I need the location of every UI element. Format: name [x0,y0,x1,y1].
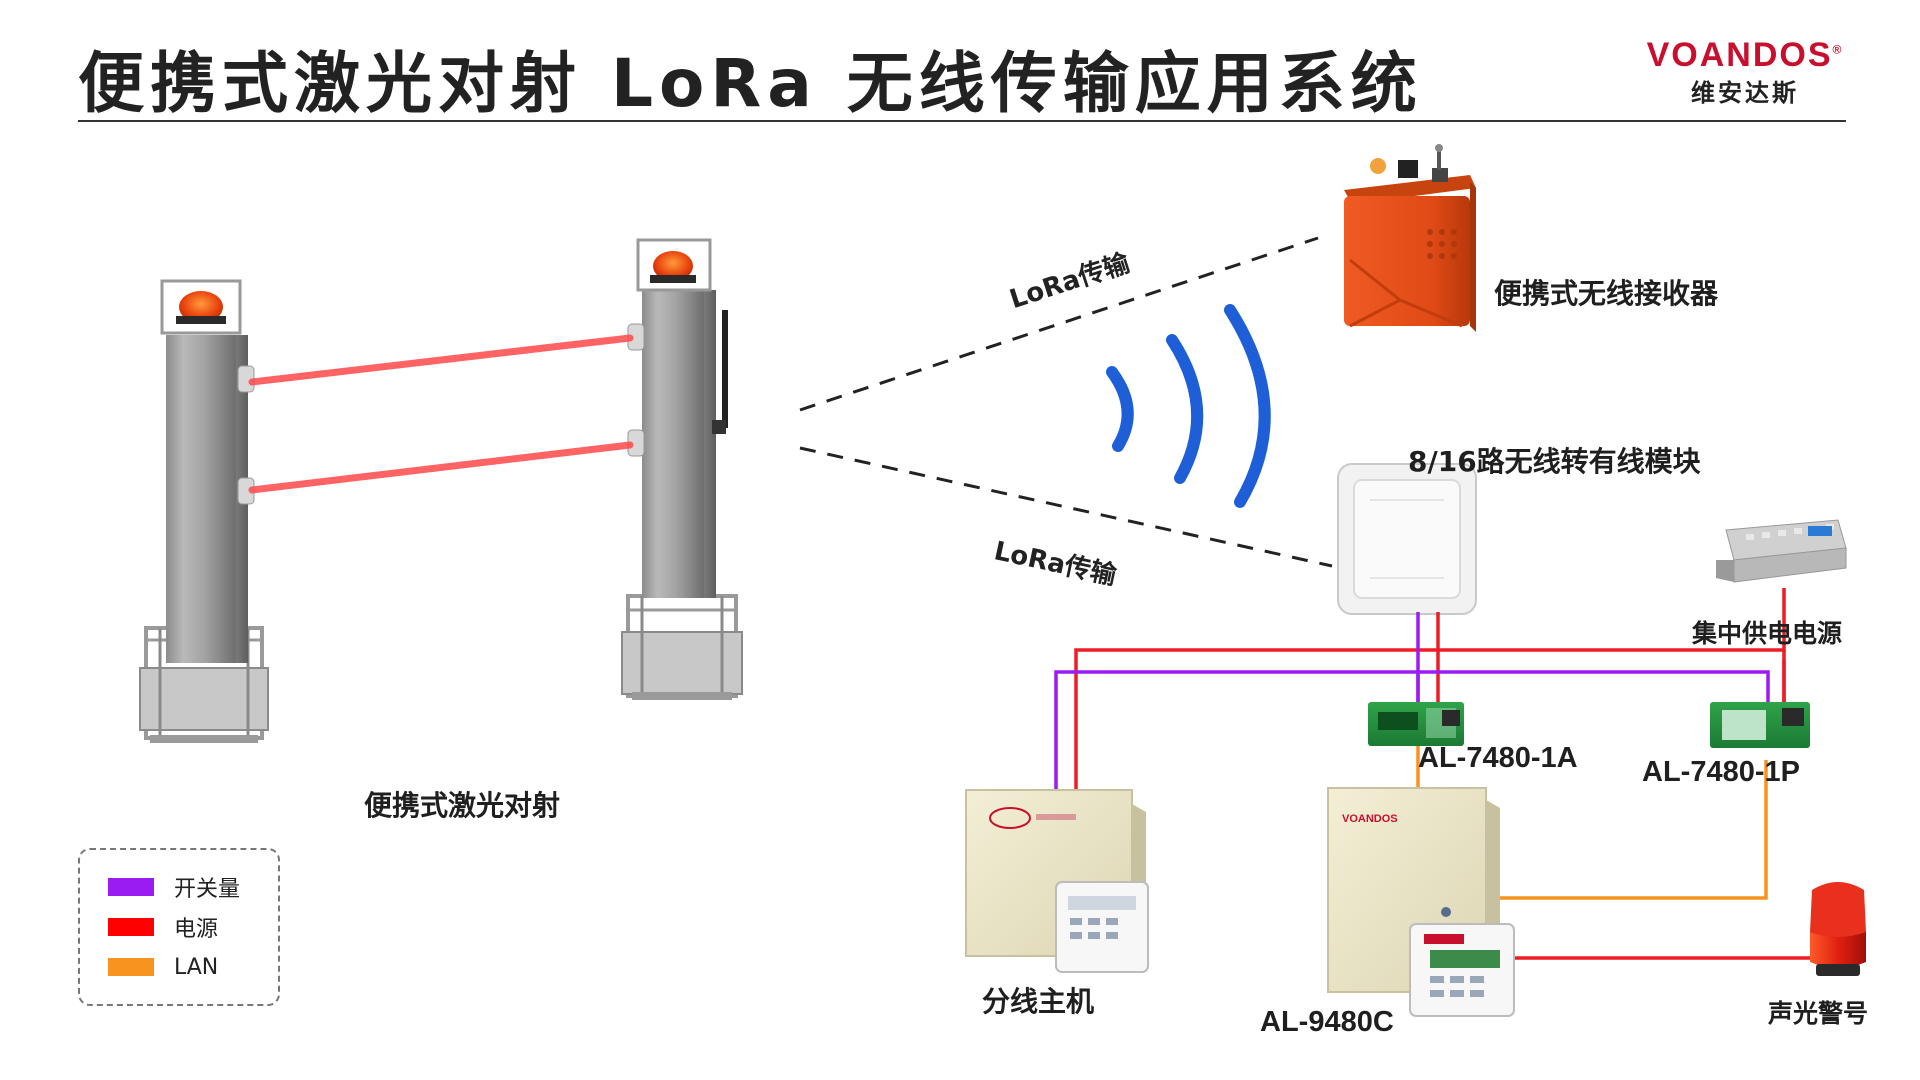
module-p-label: AL-7480-1P [1642,756,1800,788]
alarm-host-label: AL-9480C [1260,1006,1394,1038]
zone-host-device [965,789,1149,973]
wireless-module-device [1337,463,1477,615]
legend-label: 电源 [174,917,219,942]
wireless-receiver-device [1344,144,1476,332]
legend: 开关量 电源 LAN [78,848,280,1006]
legend-swatch-switch [108,878,154,896]
brand-chinese-name: 维安达斯 [1691,79,1799,107]
module-a-label: AL-7480-1A [1418,742,1578,774]
header-divider [78,120,1846,122]
module-board-a [1368,702,1464,746]
brand-registered-mark: ® [1832,42,1844,57]
receiver-label: 便携式无线接收器 [1494,277,1719,310]
power-supply-device [1716,519,1847,583]
module-board-p [1710,702,1810,748]
brand-name: VOANDOS [1646,36,1833,74]
wireless-wave-icon [1106,304,1271,508]
lora-link-lower [799,446,1333,568]
lora-link-upper [799,236,1319,412]
legend-swatch-power [108,918,154,936]
laser-pair-label: 便携式激光对射 [364,789,561,822]
legend-label: LAN [174,954,219,980]
legend-label: 开关量 [174,877,241,902]
alarm-host-device: VOANDOS [1327,787,1515,1017]
laser-post-left [139,279,269,743]
laser-post-right [621,238,743,700]
alarm-host-panel-brand: VOANDOS [1342,813,1398,825]
strobe-label: 声光警号 [1768,999,1869,1028]
zone-host-label: 分线主机 [982,985,1095,1018]
wireless-module-label: 8/16路无线转有线模块 [1408,445,1701,478]
legend-item: LAN [108,952,218,982]
legend-item: 开关量 [108,872,240,902]
laser-beam-lower [248,441,634,494]
legend-swatch-lan [108,958,154,976]
brand-logo: VOANDOS® 维安达斯 [1640,36,1850,108]
page-title: 便携式激光对射 LoRa 无线传输应用系统 [78,45,1423,122]
power-supply-label: 集中供电电源 [1692,619,1843,648]
strobe-siren-device [1810,882,1866,976]
legend-item: 电源 [108,912,218,942]
laser-beam-upper [248,334,634,386]
